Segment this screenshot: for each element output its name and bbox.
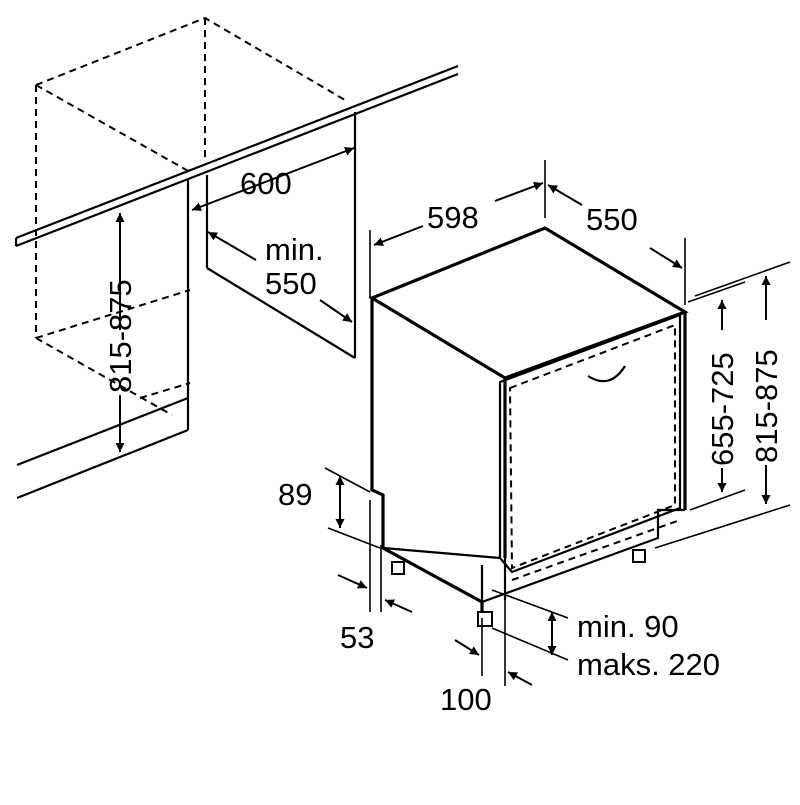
countertop	[14, 64, 459, 248]
door-offset-label: 100	[440, 682, 492, 717]
dishwasher	[368, 226, 689, 627]
niche-depth-value-label: 550	[265, 266, 317, 301]
foot-height-min-label: min. 90	[577, 609, 679, 644]
door-handle	[587, 365, 626, 383]
niche-walls	[16, 112, 357, 500]
dimension-labels: 600 min. 550 815-875 598 550 655-725 815…	[103, 166, 784, 717]
door-panel-dashed	[508, 323, 676, 570]
kitchen-niche	[14, 16, 459, 500]
niche-depth-min-label: min.	[265, 232, 324, 267]
cabinet-outline-dashed	[35, 16, 346, 416]
foot-right	[632, 549, 646, 563]
appliance-width-label: 598	[427, 200, 479, 235]
niche-width-label: 600	[240, 166, 292, 201]
appliance-depth-label: 550	[586, 202, 638, 237]
foot-front	[477, 611, 493, 627]
foot-left	[391, 561, 405, 575]
dishwasher-side-outline	[370, 298, 484, 618]
dishwasher-base-edge	[481, 508, 685, 604]
door-panel	[498, 313, 682, 574]
niche-height-label: 815-875	[103, 279, 138, 393]
appliance-height-label: 815-875	[749, 349, 784, 463]
dishwasher-top	[368, 226, 689, 380]
door-height-label: 655-725	[705, 352, 740, 466]
dimension-lines	[115, 147, 791, 686]
foot-height-max-label: maks. 220	[577, 647, 720, 682]
plinth-height-label: 89	[278, 477, 312, 512]
plinth-recess-label: 53	[340, 620, 374, 655]
